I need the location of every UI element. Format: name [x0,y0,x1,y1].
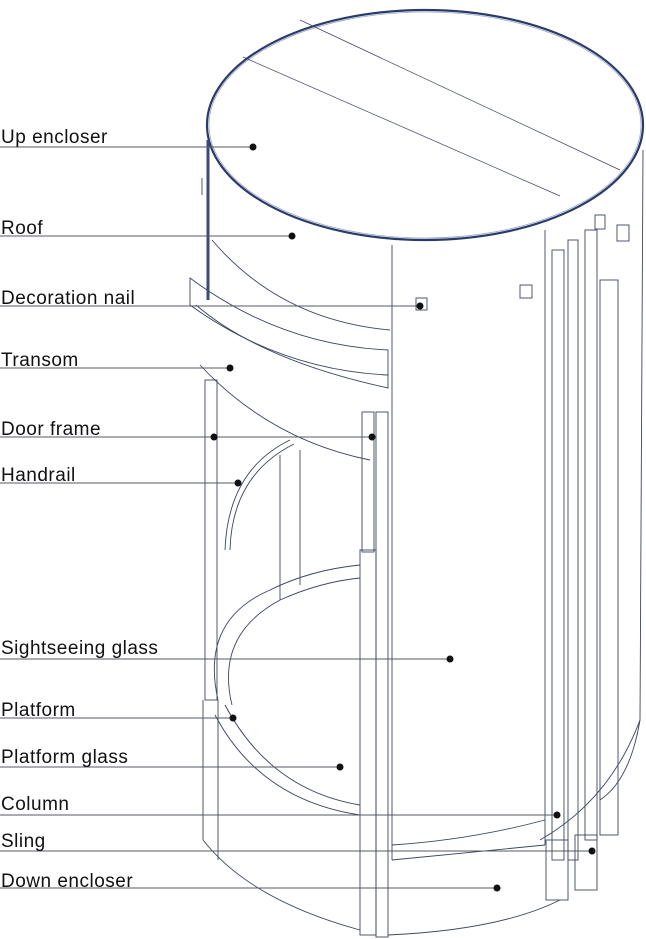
label-door-frame: Door frame [1,419,102,440]
label-handrail: Handrail [1,465,76,486]
label-platform-glass: Platform glass [1,747,129,768]
label-column: Column [1,794,70,815]
label-sightseeing-glass: Sightseeing glass [1,638,159,659]
up-encloser-shape [205,8,645,242]
label-down-encloser: Down encloser [1,871,134,892]
label-decoration-nail: Decoration nail [1,288,136,309]
label-sling: Sling [1,831,46,852]
callout-dots [210,143,596,892]
label-transom: Transom [1,350,79,371]
label-platform: Platform [1,700,76,721]
label-up-encloser: Up encloser [1,127,108,148]
label-roof: Roof [1,218,44,239]
leader-lines [0,146,592,889]
